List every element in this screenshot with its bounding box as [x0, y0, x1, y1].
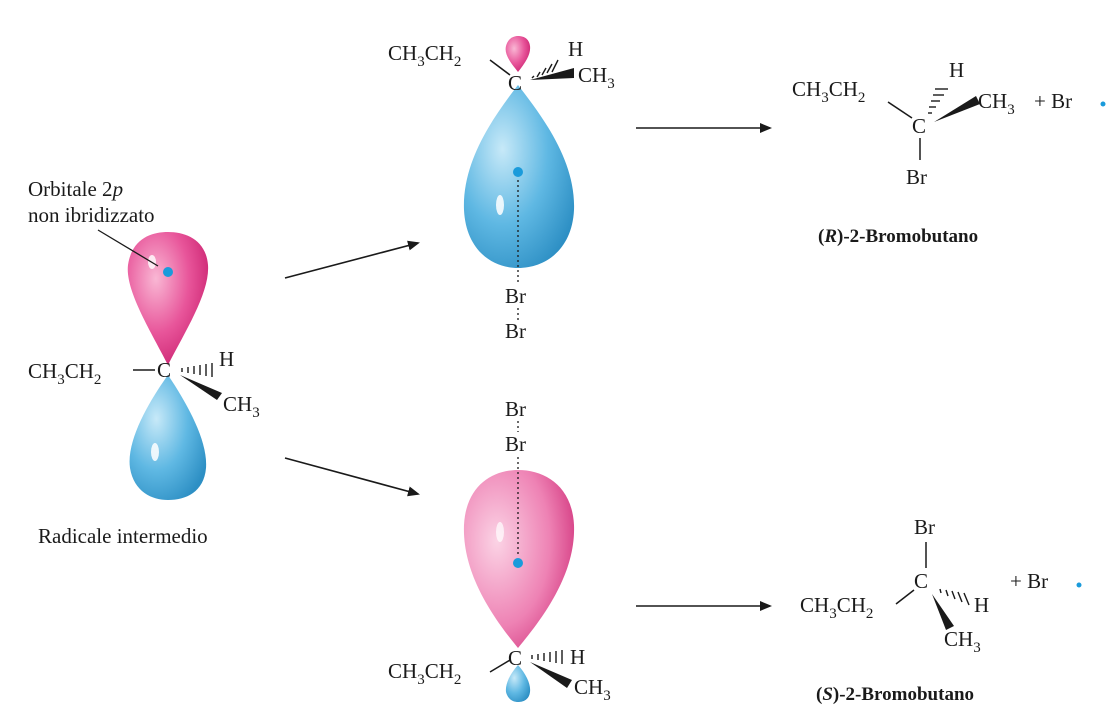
wedge-bond — [932, 594, 954, 630]
s-product-name: (S)-2-Bromobutano — [816, 684, 974, 705]
hashed-bond — [928, 88, 948, 114]
bromine-radical: + Br — [1034, 89, 1072, 113]
orbital-pointer-line — [97, 229, 159, 267]
bromine-atom: Br — [914, 515, 935, 539]
methyl-group: CH3 — [978, 89, 1015, 118]
unpaired-electron-dot — [513, 167, 523, 177]
blue-small-lobe — [505, 665, 531, 702]
lobe-highlight — [496, 522, 504, 542]
radical-dot — [1076, 582, 1082, 588]
ethyl-group: CH3CH2 — [388, 659, 461, 688]
bromine-atom: Br — [505, 319, 526, 343]
unpaired-electron-dot — [513, 558, 523, 568]
carbon-atom: C — [157, 358, 171, 382]
bond-line — [887, 101, 913, 119]
bromine-atom: Br — [505, 432, 526, 456]
ethyl-group: CH3CH2 — [792, 77, 865, 106]
bond-line — [489, 59, 511, 76]
radical-intermediate: Orbitale 2p non ibridizzato CH3CH2 C H C… — [28, 177, 260, 548]
bond-line — [895, 589, 915, 605]
ethyl-group: CH3CH2 — [388, 41, 461, 70]
arrow-to-top — [284, 240, 420, 279]
hashed-bond — [531, 59, 559, 79]
hydrogen-atom: H — [219, 347, 234, 371]
r-product: CH3CH2 C H CH3 Br + Br (R)-2-Bromobutano — [792, 58, 1106, 247]
hydrogen-atom: H — [568, 37, 583, 61]
pink-p-lobe-upper — [127, 232, 209, 365]
carbon-atom: C — [912, 114, 926, 138]
hydrogen-atom: H — [949, 58, 964, 82]
wedge-bond — [530, 662, 572, 688]
hashed-bond — [531, 650, 563, 664]
hashed-bond — [939, 588, 970, 606]
methyl-group: CH3 — [574, 675, 611, 704]
ethyl-group: CH3CH2 — [28, 359, 101, 388]
wedge-bond — [530, 68, 574, 80]
methyl-group: CH3 — [578, 63, 615, 92]
hydrogen-atom: H — [974, 593, 989, 617]
r-product-name: (R)-2-Bromobutano — [818, 226, 978, 247]
s-product: Br C + Br CH3CH2 H CH3 (S)-2-Bromobutano — [800, 515, 1082, 705]
bromine-radical: + Br — [1010, 569, 1048, 593]
methyl-group: CH3 — [944, 627, 981, 656]
radical-dot — [1100, 101, 1106, 107]
bromine-atom: Br — [505, 397, 526, 421]
bromine-atom: Br — [505, 284, 526, 308]
arrow-to-bottom — [284, 457, 420, 497]
bond-line — [489, 659, 511, 673]
bromine-atom: Br — [906, 165, 927, 189]
wedge-bond — [934, 96, 980, 122]
lobe-highlight — [496, 195, 504, 215]
orbital-label-line2: non ibridizzato — [28, 203, 155, 227]
blue-p-lobe-lower — [129, 375, 207, 500]
carbon-atom: C — [914, 569, 928, 593]
methyl-group: CH3 — [223, 392, 260, 421]
ethyl-group: CH3CH2 — [800, 593, 873, 622]
carbon-atom: C — [508, 646, 522, 670]
hydrogen-atom: H — [570, 645, 585, 669]
top-transition-state: Br Br CH3CH2 C H CH3 — [388, 36, 615, 343]
bottom-transition-state: Br Br CH3CH2 C H CH3 — [388, 397, 611, 704]
pink-small-lobe — [505, 36, 531, 72]
carbon-atom: C — [508, 71, 522, 95]
unpaired-electron-dot — [163, 267, 173, 277]
wedge-bond — [180, 375, 222, 400]
lobe-highlight — [151, 443, 159, 461]
hashed-bond — [181, 363, 213, 377]
intermediate-caption: Radicale intermedio — [38, 524, 208, 548]
orbital-label-line1: Orbitale 2p — [28, 177, 123, 201]
